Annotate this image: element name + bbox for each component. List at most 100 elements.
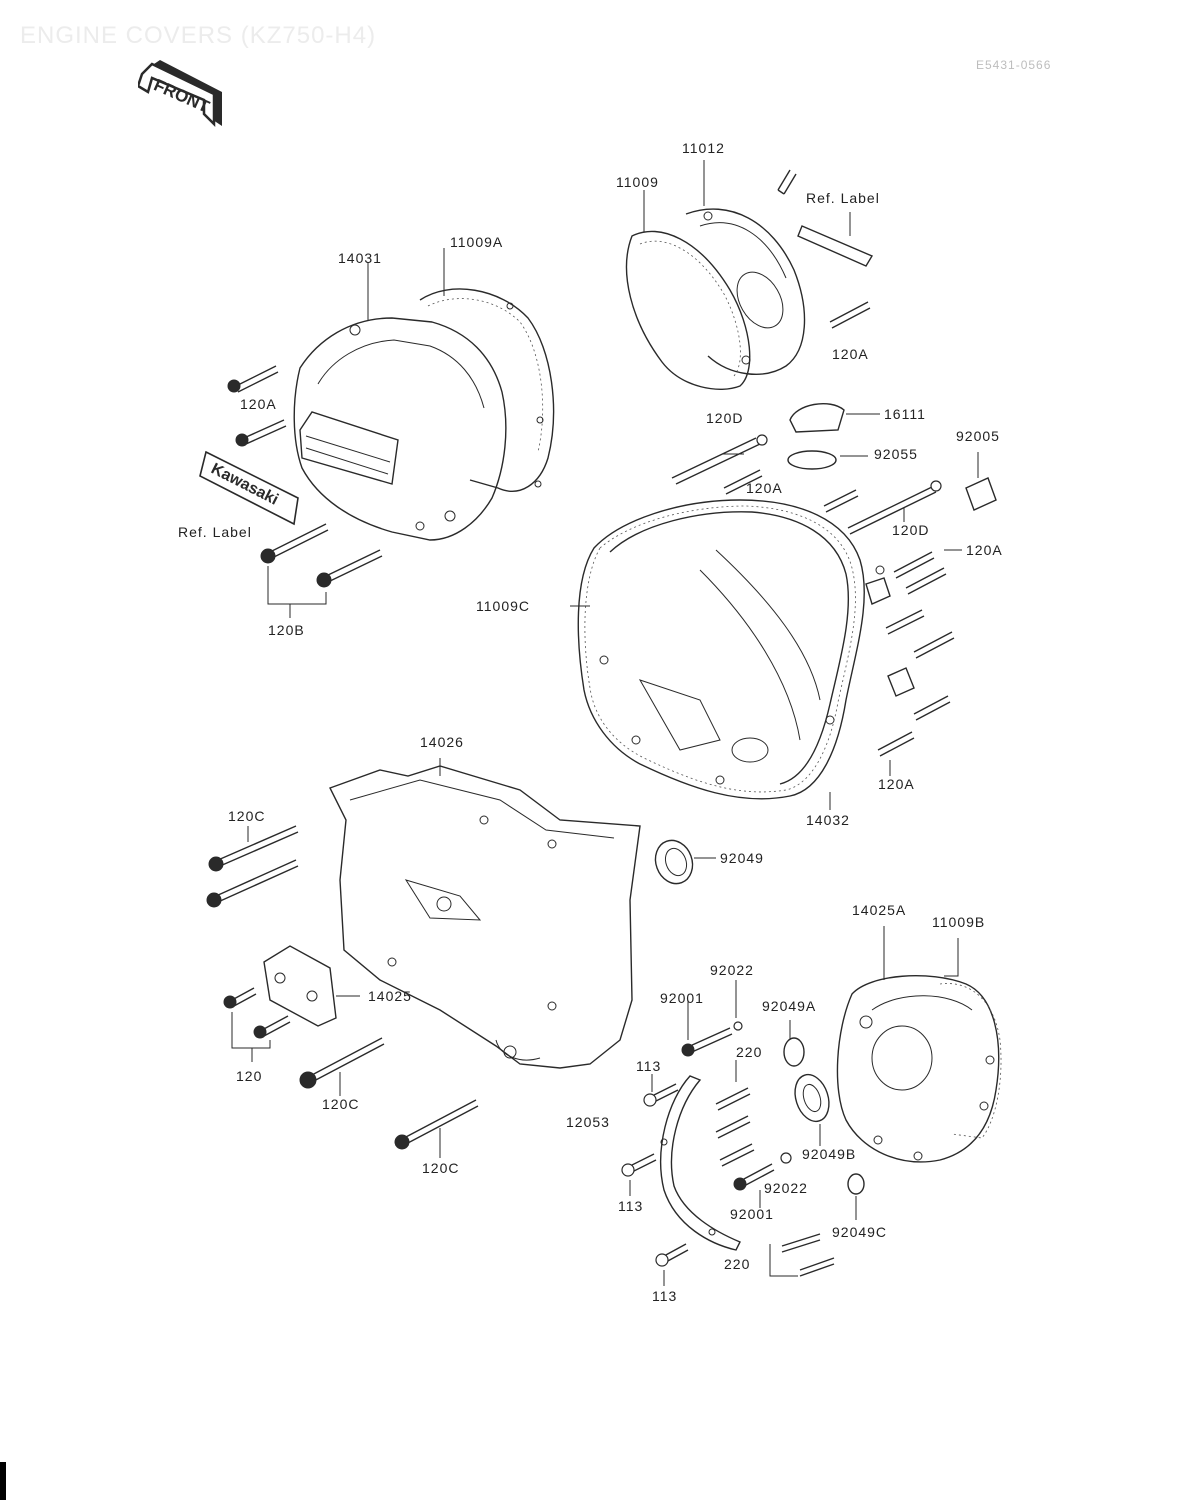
bolt-120-b: [253, 1015, 291, 1039]
cover-14032: [577, 499, 885, 800]
bolt-120B-b: [316, 549, 383, 588]
bolt-120D-b: [847, 480, 942, 535]
kawasaki-emblem: Kawasaki: [199, 450, 299, 526]
bolt-120A-l: [877, 731, 915, 757]
cover-11012: [685, 208, 806, 375]
part-label: 120A: [240, 396, 277, 412]
part-label: 220: [724, 1256, 751, 1272]
part-label: 120A: [746, 480, 783, 496]
part-label: 92001: [730, 1206, 774, 1222]
plate-14025: [263, 945, 337, 1027]
scan-edge-mark: [0, 1462, 6, 1500]
part-label: 11009: [616, 174, 659, 190]
seal-92049B: [794, 1073, 830, 1123]
diagram-title: ENGINE COVERS (KZ750-H4): [20, 22, 377, 49]
bolt-120-a: [223, 987, 257, 1009]
screw-113-b: [621, 1153, 657, 1177]
part-label: 120A: [966, 542, 1003, 558]
pin-220-c: [719, 1143, 755, 1167]
stud-92001-a: [681, 1027, 733, 1057]
bolt-120A-e: [723, 469, 763, 495]
part-label: 92049: [720, 850, 764, 866]
cover-14026: [329, 765, 641, 1069]
part-label: 120D: [892, 522, 930, 538]
part-label: 220: [736, 1044, 763, 1060]
ref-label-strip: [797, 225, 874, 267]
part-label: 113: [618, 1198, 644, 1214]
bracket-b: [887, 667, 915, 697]
bolt-120A-d: [829, 301, 871, 329]
part-label: 120C: [422, 1160, 460, 1176]
part-label: Ref. Label: [806, 190, 880, 206]
seal-92049A: [783, 1037, 805, 1067]
part-label: 92055: [874, 446, 918, 462]
bolt-120A-k: [913, 695, 951, 721]
bracket-a: [865, 577, 891, 605]
part-label: 14026: [420, 734, 464, 750]
bolt-120D-a: [671, 434, 768, 485]
seal-92049C: [847, 1173, 865, 1195]
bolt-120A-h: [905, 567, 947, 595]
bolt-120A-i: [885, 609, 925, 635]
figure-code: E5431-0566: [976, 58, 1052, 72]
part-label: 14032: [806, 812, 850, 828]
part-label: 120C: [228, 808, 266, 824]
bolt-120A-f: [823, 489, 859, 513]
bolt-120B-a: [260, 523, 329, 564]
part-label: 14025A: [852, 902, 907, 918]
cover-14025A: [836, 975, 1000, 1163]
gasket-11009B: [939, 983, 1002, 1139]
bolt-120C-a: [208, 825, 299, 872]
part-label: 92022: [710, 962, 754, 978]
gasket-11009: [625, 230, 751, 390]
part-label: 113: [652, 1288, 678, 1304]
part-label: 120A: [878, 776, 915, 792]
part-label: 92049A: [762, 998, 817, 1014]
screw-113-a: [643, 1083, 679, 1107]
part-label: 14025: [368, 988, 412, 1004]
oring-92055: [787, 450, 837, 470]
part-label: 12053: [566, 1114, 610, 1130]
washer-92022-a: [733, 1021, 743, 1031]
bolt-120A-g: [893, 551, 935, 579]
part-label: 120D: [706, 410, 744, 426]
seal-92049: [654, 839, 694, 885]
pin-220-d: [781, 1233, 821, 1253]
bolt-120C-c: [299, 1037, 385, 1089]
part-label: 92001: [660, 990, 704, 1006]
cover-14031: [293, 317, 507, 541]
bolt-120C-d: [394, 1099, 479, 1150]
bolt-120A-b: [235, 419, 287, 447]
bolt-120A-j: [913, 631, 955, 659]
gasket-11009A: [419, 288, 555, 492]
part-label: 120A: [832, 346, 869, 362]
bolt-120A-c: [777, 169, 797, 195]
part-label: 16111: [884, 406, 926, 422]
part-label: 92005: [956, 428, 1000, 444]
part-92005: [965, 477, 997, 511]
part-label: 120: [236, 1068, 263, 1084]
pin-220-b: [715, 1115, 751, 1139]
front-arrow-icon: FRONT: [138, 60, 222, 128]
pin-220-a: [715, 1087, 751, 1111]
screw-113-c: [655, 1243, 689, 1267]
part-label: 11009B: [932, 914, 986, 930]
part-label: 120C: [322, 1096, 360, 1112]
bolt-120C-b: [206, 859, 299, 908]
part-label: 120B: [268, 622, 305, 638]
gasket-11009C: [584, 505, 856, 793]
part-label: 11009A: [450, 234, 504, 250]
part-label: 14031: [338, 250, 382, 266]
stud-92001-b: [733, 1163, 775, 1191]
cap-16111: [789, 403, 845, 433]
pin-220-e: [799, 1257, 835, 1277]
part-label: 92049B: [802, 1146, 857, 1162]
washer-92022-b: [780, 1152, 792, 1164]
bolt-120A-a: [227, 365, 279, 393]
part-label: 113: [636, 1058, 662, 1074]
part-label: 92049C: [832, 1224, 888, 1240]
part-label: Ref. Label: [178, 524, 252, 540]
part-label: 11009C: [476, 598, 531, 614]
